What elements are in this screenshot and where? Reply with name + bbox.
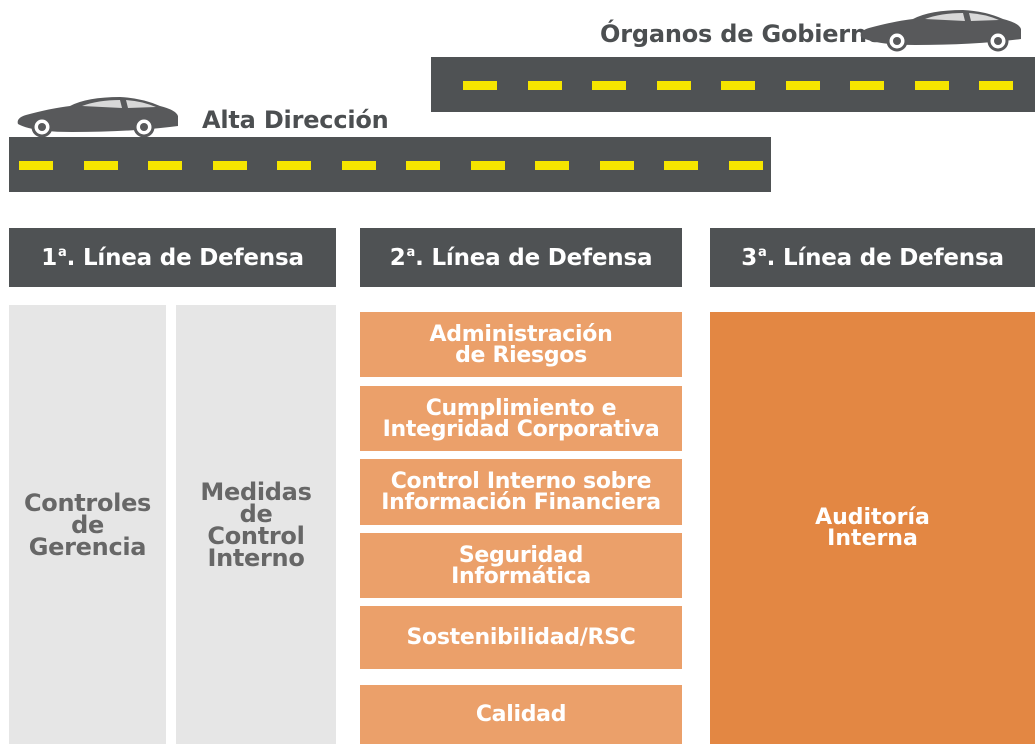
lane-dash xyxy=(148,160,182,170)
senior-management-label: Alta Dirección xyxy=(202,106,389,134)
first-line-header-label: 1a. Línea de Defensa xyxy=(41,244,304,271)
lane-dash xyxy=(463,80,497,90)
lane-dash xyxy=(83,160,118,170)
it-security-box: Seguridad Informática xyxy=(360,533,682,598)
lane-dash xyxy=(341,160,376,170)
lane-dash xyxy=(664,160,698,170)
first-line-header: 1a. Línea de Defensa xyxy=(9,228,336,287)
second-line-header: 2a. Línea de Defensa xyxy=(360,228,682,287)
icfr-label: Control Interno sobre Información Financ… xyxy=(381,469,661,515)
lane-dash xyxy=(592,80,626,90)
compliance-box: Cumplimiento e Integridad Corporativa xyxy=(360,386,682,451)
icfr-box: Control Interno sobre Información Financ… xyxy=(360,459,682,525)
internal-audit-label: Auditoría Interna xyxy=(815,505,930,551)
it-security-label: Seguridad Informática xyxy=(451,542,591,589)
sustainability-label: Sostenibilidad/RSC xyxy=(406,625,636,650)
internal-audit-box: Auditoría Interna xyxy=(710,312,1035,744)
second-line-header-label: 2a. Línea de Defensa xyxy=(389,244,653,271)
internal-control-measures-box: Medidas de Control Interno xyxy=(176,305,336,744)
lane-dash xyxy=(656,80,691,90)
lane-dash xyxy=(728,160,763,170)
lane-dash xyxy=(470,160,505,170)
lane-dash xyxy=(406,160,440,170)
lane-dash xyxy=(212,160,247,170)
quality-label: Calidad xyxy=(475,702,567,727)
lane-dash xyxy=(785,80,820,90)
lane-dash xyxy=(277,160,311,170)
quality-box: Calidad xyxy=(360,685,682,744)
governing-bodies-road xyxy=(431,57,1035,112)
risk-management-label: Administración de Riesgos xyxy=(429,321,613,368)
management-controls-label: Controles de Gerencia xyxy=(23,488,152,561)
governing-bodies-label: Órganos de Gobierno xyxy=(600,20,884,48)
compliance-label: Cumplimiento e Integridad Corporativa xyxy=(382,395,660,442)
internal-control-measures-label: Medidas de Control Interno xyxy=(200,477,312,572)
third-line-header-label: 3a. Línea de Defensa xyxy=(741,244,1004,271)
car-icon xyxy=(17,97,178,138)
lane-dash xyxy=(850,80,884,90)
lane-dash xyxy=(979,80,1013,90)
third-line-header: 3a. Línea de Defensa xyxy=(710,228,1035,287)
lane-dash xyxy=(535,160,569,170)
lane-dash xyxy=(721,80,755,90)
lane-dash xyxy=(19,160,53,170)
risk-management-box: Administración de Riesgos xyxy=(360,312,682,377)
lane-dash xyxy=(527,80,562,90)
lane-dash xyxy=(599,160,634,170)
management-controls-box: Controles de Gerencia xyxy=(9,305,166,744)
lane-dash xyxy=(914,80,949,90)
sustainability-box: Sostenibilidad/RSC xyxy=(360,606,682,669)
senior-management-road xyxy=(9,137,771,192)
car-icon xyxy=(860,10,1021,52)
